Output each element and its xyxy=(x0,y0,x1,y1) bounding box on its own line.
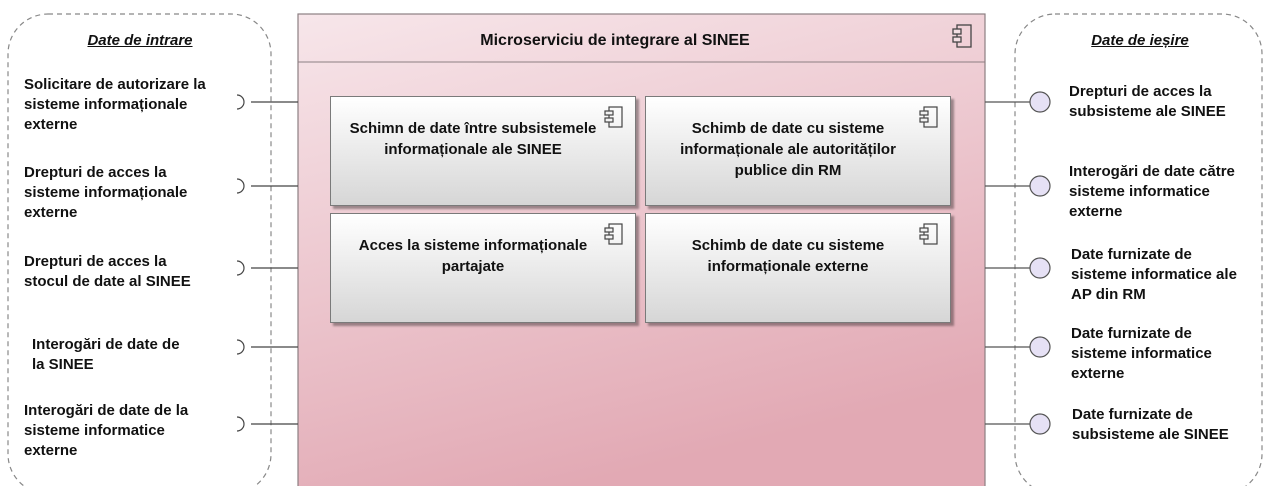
output-label-subsystem-access-rights: Drepturi de acces la subsisteme ale SINE… xyxy=(1069,83,1226,120)
inputs-panel-border xyxy=(7,13,272,486)
input-label-external-queries: Interogări de date de la sisteme informa… xyxy=(24,402,189,459)
output-label-external-queries: Interogări de date către sisteme informa… xyxy=(1069,163,1235,220)
input-label-authorization-request: Solicitare de autorizare la sisteme info… xyxy=(24,76,206,133)
outputs-panel-title: Date de ieșire xyxy=(1091,32,1189,49)
input-label-external-access-rights: Drepturi de acces la sisteme informațion… xyxy=(24,164,188,221)
input-label-data-store-access-rights: Drepturi de acces la stocul de date al S… xyxy=(24,253,191,290)
output-label-subsystem-data: Date furnizate de subsisteme ale SINEE xyxy=(1072,406,1229,443)
input-label-sinee-queries: Interogări de date de la SINEE xyxy=(32,336,180,373)
subcomponent-label: Acces la sisteme informaționale partajat… xyxy=(358,237,588,275)
subcomponent-shared-systems-access[interactable]: Acces la sisteme informaționale partajat… xyxy=(330,213,636,323)
outputs-panel-border xyxy=(1014,13,1263,486)
subcomponent-external-exchange[interactable]: Schimb de date cu sisteme informaționale… xyxy=(645,213,951,323)
component-icon xyxy=(919,223,938,245)
output-label-external-data: Date furnizate de sisteme informatice ex… xyxy=(1071,325,1212,382)
component-icon xyxy=(952,24,972,48)
subcomponent-public-authorities-exchange[interactable]: Schimb de date cu sisteme informaționale… xyxy=(645,96,951,206)
required-interfaces xyxy=(236,94,298,432)
inputs-panel-title: Date de intrare xyxy=(87,32,193,49)
subcomponent-internal-exchange[interactable]: Schimn de date între subsistemele inform… xyxy=(330,96,636,206)
component-icon xyxy=(919,106,938,128)
subcomponent-label: Schimn de date între subsistemele inform… xyxy=(349,120,597,158)
component-title: Microserviciu de integrare al SINEE xyxy=(480,32,750,49)
component-icon xyxy=(604,223,623,245)
provided-interfaces xyxy=(985,91,1051,435)
subcomponent-label: Schimb de date cu sisteme informaționale… xyxy=(680,120,896,179)
component-icon xyxy=(604,106,623,128)
output-label-ap-data: Date furnizate de sisteme informatice al… xyxy=(1071,246,1237,303)
subcomponent-label: Schimb de date cu sisteme informaționale… xyxy=(691,237,885,275)
